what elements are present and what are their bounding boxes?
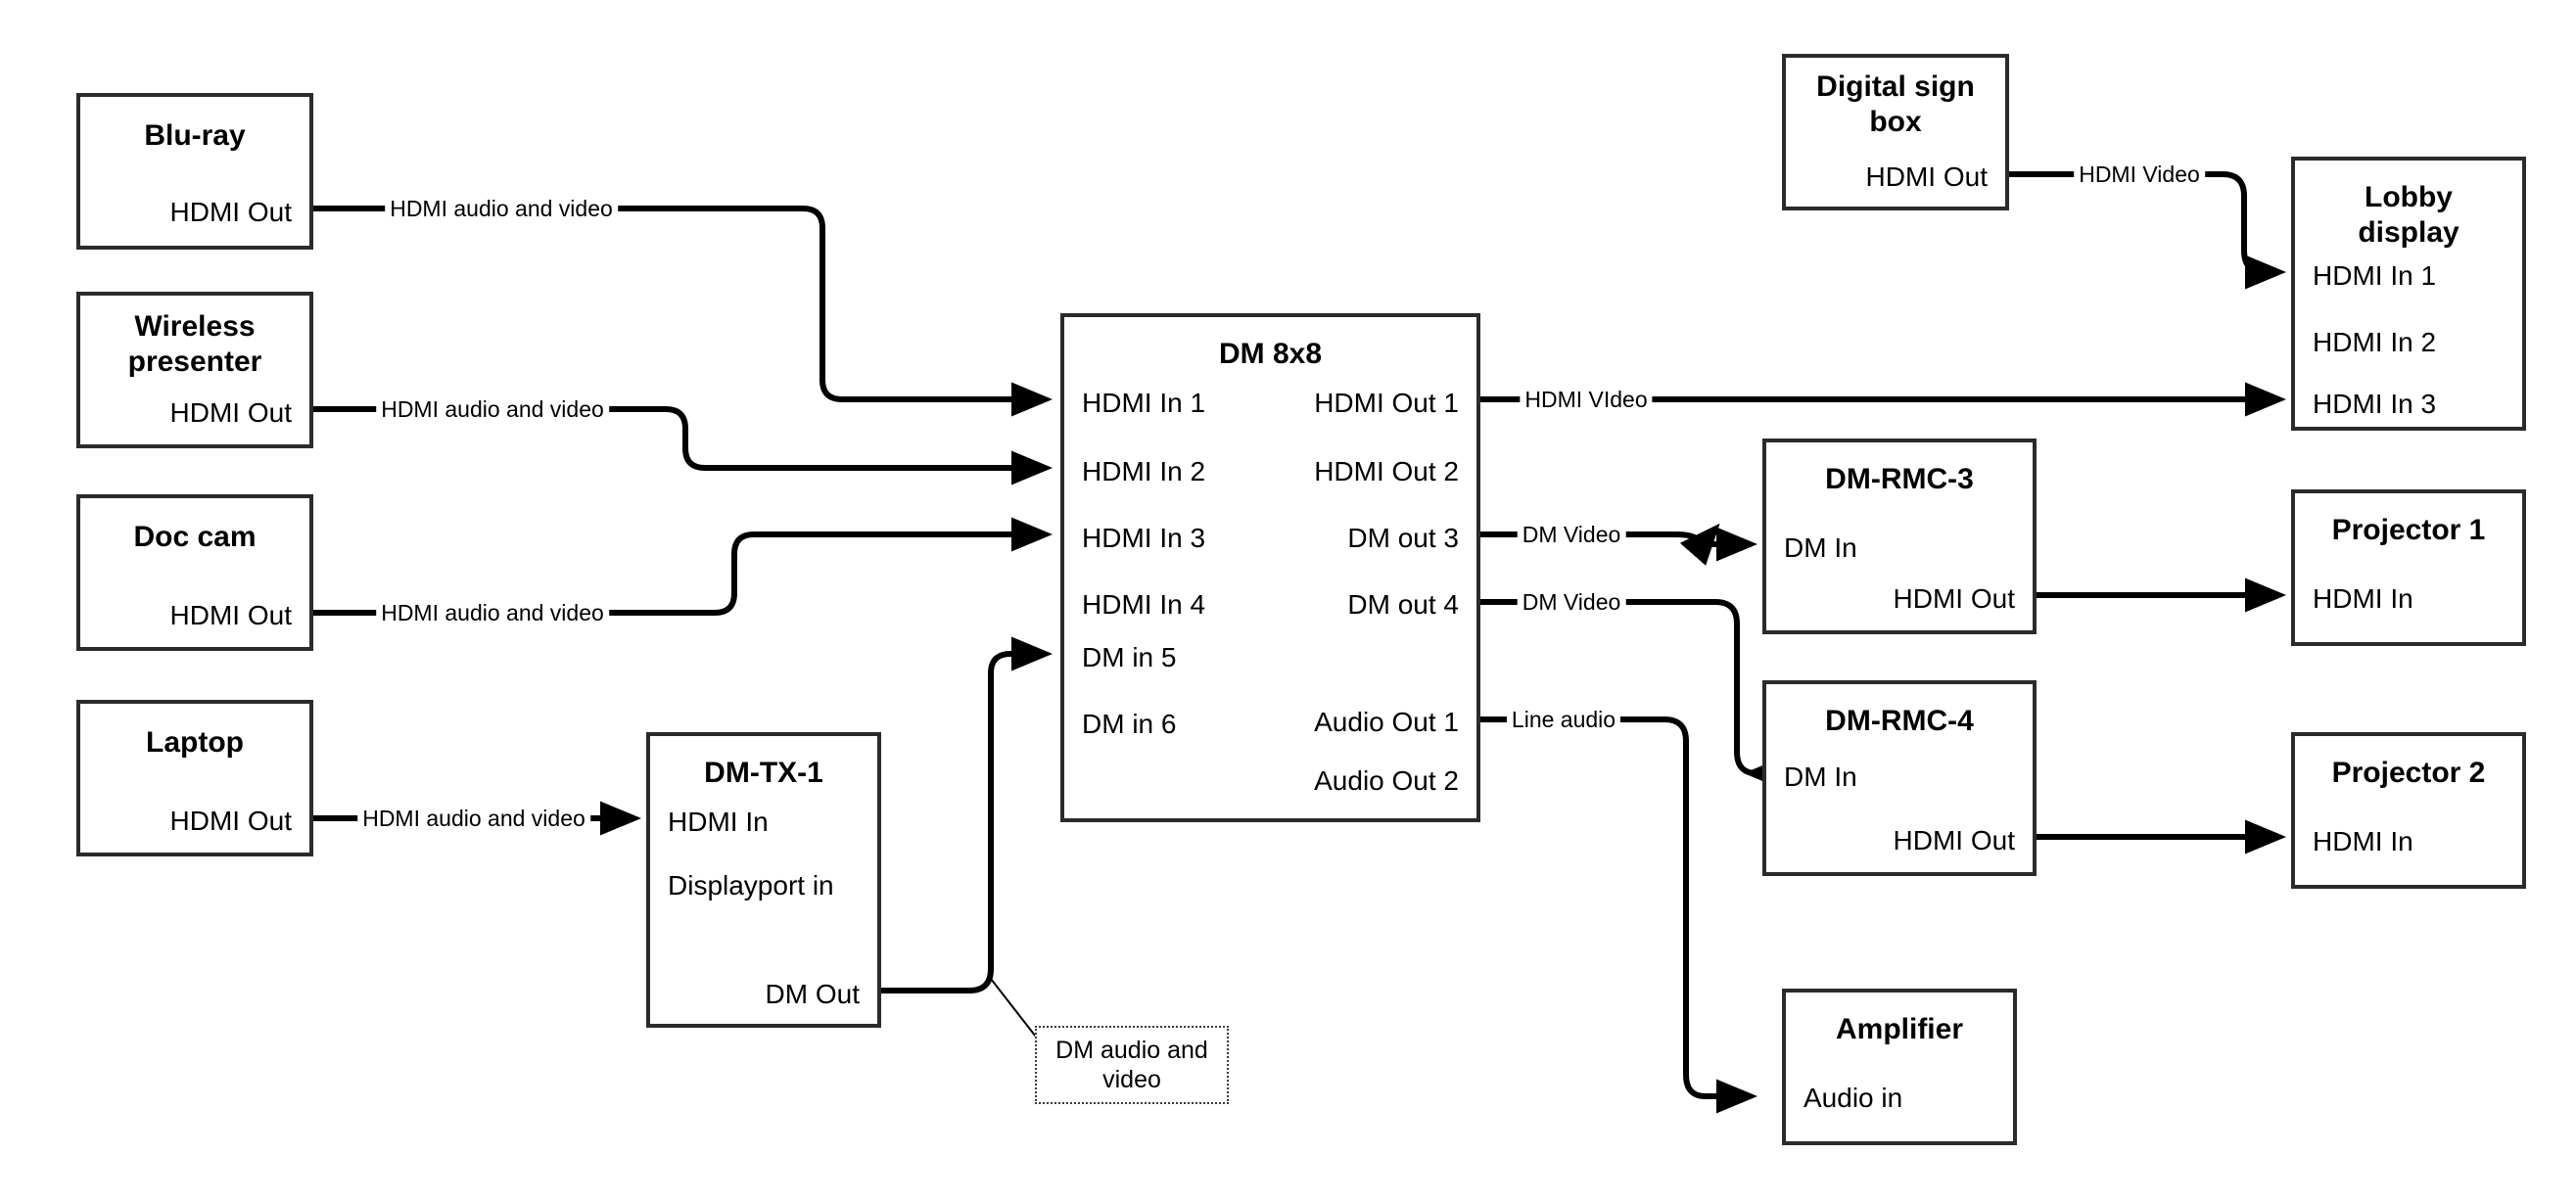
wire-dm-out4-to-rmc4 [1480, 599, 1785, 791]
wire-dm-out3-to-rmc3 [1480, 523, 1720, 566]
dm-rmc-4-port-hdmi-out: HDMI Out [1893, 825, 2015, 855]
wire-label-laptop: HDMI audio and video [357, 806, 590, 831]
dm-8x8-port-hdmi-out-1: HDMI Out 1 [1314, 388, 1459, 418]
lobby-display-title-line2: display [2358, 216, 2459, 249]
node-dm-rmc-4[interactable]: DM-RMC-4 DM In HDMI Out [1762, 680, 2037, 876]
projector-1-title: Projector 1 [2331, 514, 2486, 546]
doc-cam-title: Doc cam [133, 521, 257, 553]
lobby-display-port-hdmi-in-2: HDMI In 2 [2313, 327, 2437, 357]
digital-sign-box-title-line1: Digital sign [1816, 70, 1975, 103]
wireless-presenter-port-hdmi-out: HDMI Out [169, 397, 292, 428]
projector-2-title: Projector 2 [2331, 757, 2486, 789]
projector-2-port-hdmi-in: HDMI In [2313, 826, 2413, 856]
node-blu-ray[interactable]: Blu-ray HDMI Out [76, 93, 313, 250]
dm-tx-1-title: DM-TX-1 [704, 757, 823, 789]
digital-sign-box-title-line2: box [1869, 106, 1922, 138]
amplifier-title: Amplifier [1835, 1013, 1964, 1045]
wire-label-wireless: HDMI audio and video [376, 396, 609, 422]
dm-rmc-4-port-dm-in: DM In [1784, 762, 1857, 792]
wire-bluray-to-dm-in1 [313, 206, 1053, 417]
doc-cam-port-hdmi-out: HDMI Out [169, 600, 292, 630]
dm-rmc-3-port-hdmi-out: HDMI Out [1893, 583, 2015, 614]
node-doc-cam[interactable]: Doc cam HDMI Out [76, 494, 313, 651]
blu-ray-port-hdmi-out: HDMI Out [169, 197, 292, 227]
dm-8x8-port-hdmi-in-1: HDMI In 1 [1082, 388, 1206, 418]
dm-8x8-port-hdmi-out-2: HDMI Out 2 [1314, 456, 1459, 486]
node-lobby-display[interactable]: Lobby display HDMI In 1 HDMI In 2 HDMI I… [2291, 157, 2526, 431]
wire-wireless-to-dm-in2 [313, 406, 1053, 485]
dm-rmc-4-title: DM-RMC-4 [1825, 705, 1974, 737]
node-amplifier[interactable]: Amplifier Audio in [1782, 989, 2017, 1145]
digital-sign-box-port-hdmi-out: HDMI Out [1865, 162, 1988, 192]
wire-dm-audioout1-to-amp [1480, 716, 1757, 1114]
dm-8x8-title: DM 8x8 [1218, 338, 1323, 370]
wire-label-dm-hdmi-video: HDMI VIdeo [1520, 387, 1653, 412]
dm-8x8-port-dm-out-3: DM out 3 [1347, 523, 1459, 553]
dm-8x8-port-audio-out-2: Audio Out 2 [1314, 765, 1459, 796]
node-digital-sign-box[interactable]: Digital sign box HDMI Out [1782, 54, 2009, 210]
wire-tx-to-dm-in5 [881, 636, 1053, 993]
callout-dm-audio-and-video-text: DM audio and video [1055, 1037, 1208, 1093]
lobby-display-title-line1: Lobby [2365, 181, 2453, 213]
laptop-port-hdmi-out: HDMI Out [169, 806, 292, 836]
node-dm-8x8[interactable]: DM 8x8 HDMI In 1 HDMI In 2 HDMI In 3 HDM… [1060, 313, 1480, 822]
dm-tx-1-port-displayport-in: Displayport in [668, 870, 834, 901]
callout-dm-audio-and-video: DM audio and video [1035, 1026, 1229, 1104]
projector-1-port-hdmi-in: HDMI In [2313, 583, 2413, 614]
dm-tx-1-port-dm-out: DM Out [765, 979, 860, 1009]
node-laptop[interactable]: Laptop HDMI Out [76, 700, 313, 856]
node-dm-tx-1[interactable]: DM-TX-1 HDMI In Displayport in DM Out [646, 732, 881, 1028]
dm-8x8-port-audio-out-1: Audio Out 1 [1314, 707, 1459, 737]
amplifier-port-audio-in: Audio in [1803, 1083, 1903, 1113]
laptop-title: Laptop [146, 726, 244, 759]
wire-sign-to-lobby-in1 [2009, 171, 2286, 290]
dm-rmc-3-title: DM-RMC-3 [1825, 463, 1974, 495]
dm-8x8-port-dm-in-5: DM in 5 [1082, 642, 1177, 672]
wire-label-doccam: HDMI audio and video [376, 600, 609, 625]
wireless-presenter-title-line1: Wireless [134, 310, 256, 343]
node-dm-rmc-3[interactable]: DM-RMC-3 DM In HDMI Out [1762, 439, 2037, 634]
wireless-presenter-title-line2: presenter [127, 346, 262, 378]
dm-tx-1-port-hdmi-in: HDMI In [668, 807, 769, 837]
wire-label-sign-hdmi-video: HDMI Video [2074, 162, 2205, 187]
wire-label-dm-video-4: DM Video [1517, 589, 1626, 615]
dm-8x8-port-hdmi-in-2: HDMI In 2 [1082, 456, 1206, 486]
lobby-display-port-hdmi-in-3: HDMI In 3 [2313, 389, 2437, 419]
dm-rmc-3-port-dm-in: DM In [1784, 532, 1857, 563]
dm-8x8-port-hdmi-in-3: HDMI In 3 [1082, 523, 1206, 553]
dm-8x8-port-dm-in-6: DM in 6 [1082, 709, 1177, 739]
node-projector-2[interactable]: Projector 2 HDMI In [2291, 732, 2526, 889]
wire-doccam-to-dm-in3 [313, 517, 1053, 616]
node-projector-1[interactable]: Projector 1 HDMI In [2291, 489, 2526, 646]
dm-8x8-port-dm-out-4: DM out 4 [1347, 589, 1459, 620]
wire-label-line-audio: Line audio [1506, 707, 1621, 732]
blu-ray-title: Blu-ray [144, 119, 246, 152]
lobby-display-port-hdmi-in-1: HDMI In 1 [2313, 260, 2437, 291]
node-wireless-presenter[interactable]: Wireless presenter HDMI Out [76, 292, 313, 448]
wire-label-bluray: HDMI audio and video [385, 196, 618, 221]
wire-label-dm-video-3: DM Video [1517, 522, 1626, 547]
dm-8x8-port-hdmi-in-4: HDMI In 4 [1082, 589, 1206, 620]
